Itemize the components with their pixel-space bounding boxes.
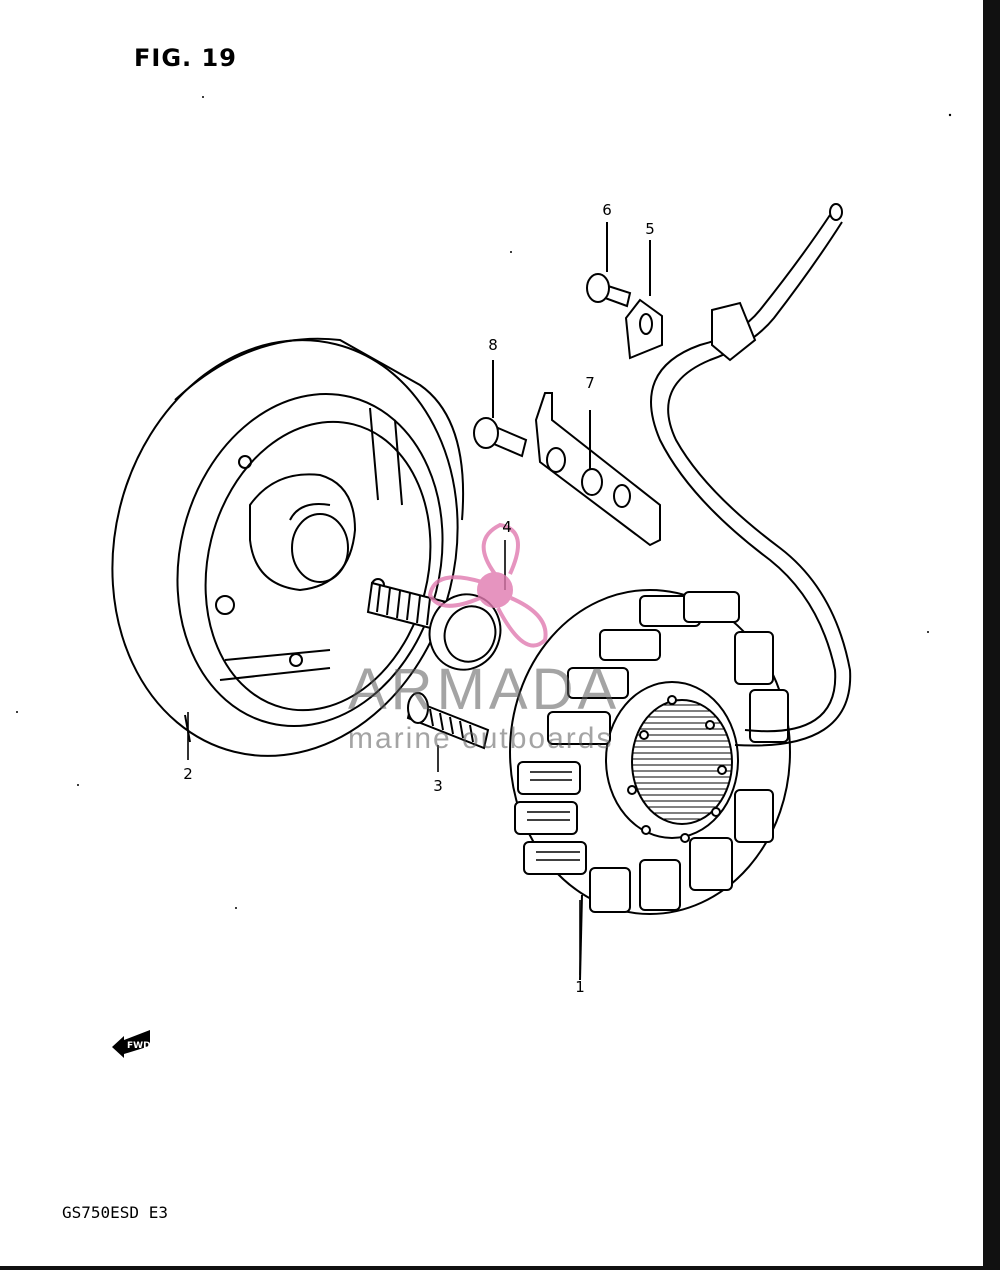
clamp-part-5 bbox=[624, 240, 663, 360]
fwd-arrow-label: FWD bbox=[127, 1041, 151, 1051]
bolt-and-nut-part-4 bbox=[366, 581, 502, 671]
scan-specks bbox=[16, 96, 952, 909]
watermark-title: ARMADA bbox=[348, 657, 621, 722]
callout-leaders bbox=[187, 540, 581, 975]
callout-8: 8 bbox=[488, 336, 498, 354]
callout-1: 1 bbox=[575, 978, 585, 996]
fwd-arrow-icon: FWD bbox=[112, 1030, 151, 1058]
bolt-part-3 bbox=[406, 692, 490, 750]
stator-coil bbox=[509, 589, 791, 981]
figure-title: FIG. 19 bbox=[134, 44, 237, 72]
flywheel-rotor bbox=[111, 337, 465, 757]
screw-part-6 bbox=[586, 222, 632, 308]
scan-border-right bbox=[983, 0, 1000, 1270]
propeller-logo-icon bbox=[427, 522, 548, 648]
wire-clamp-bracket-part-7 bbox=[534, 392, 661, 547]
model-label: GS750ESD E3 bbox=[62, 1203, 168, 1222]
callout-2: 2 bbox=[183, 765, 193, 783]
callout-3: 3 bbox=[433, 777, 443, 795]
scan-border-bottom bbox=[0, 1266, 1000, 1270]
callout-4: 4 bbox=[502, 518, 512, 536]
wiring-harness bbox=[650, 203, 852, 747]
callout-6: 6 bbox=[602, 201, 612, 219]
watermark-subtitle: marine outboards bbox=[348, 722, 614, 755]
callout-7: 7 bbox=[585, 374, 595, 392]
callout-5: 5 bbox=[645, 220, 655, 238]
screw-part-8 bbox=[473, 360, 528, 458]
